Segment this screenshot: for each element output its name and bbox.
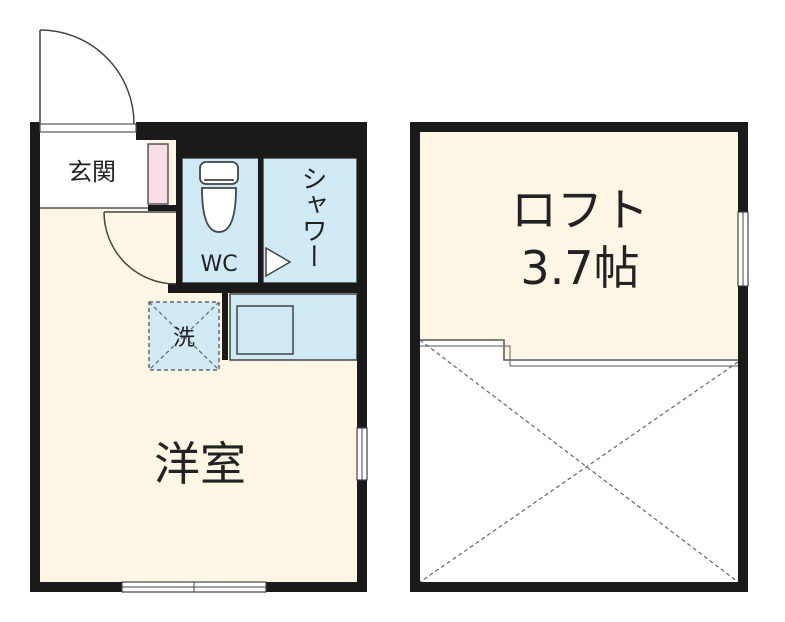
wc-label: WC (200, 252, 237, 277)
bottom-window (121, 581, 267, 593)
washer-label: 洗 (173, 326, 195, 351)
western-room-label: 洋室 (154, 437, 246, 491)
loft-floor-notch (420, 340, 738, 358)
shoe-closet (147, 143, 169, 205)
genkan-label: 玄関 (68, 158, 116, 186)
kitchen-sink-icon (236, 305, 294, 355)
shower-label: シャワー (297, 165, 327, 269)
loft-name-label: ロフト (511, 183, 649, 237)
loft-window (737, 211, 749, 287)
shower-door-icon (265, 246, 292, 278)
loft-size-label: 3.7帖 (520, 241, 639, 295)
loft-floor (420, 130, 738, 340)
right-window (356, 427, 368, 481)
genkan-floor (40, 140, 148, 208)
entrance-opening (39, 123, 137, 133)
toilet-icon (199, 161, 239, 233)
entrance-door-icon (39, 29, 135, 125)
void-area (419, 339, 739, 583)
inner-door-icon (103, 211, 177, 285)
